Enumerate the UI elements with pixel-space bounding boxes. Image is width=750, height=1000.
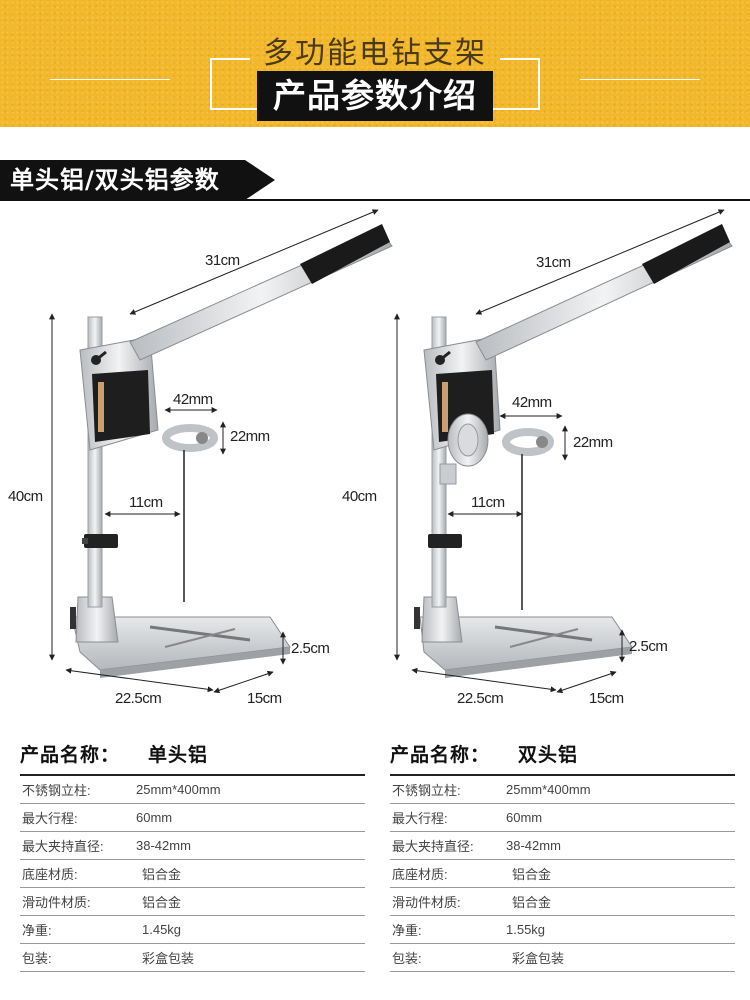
drill-stand-illustration [49,209,733,694]
section-title: 单头铝/双头铝参数 [10,166,220,194]
spec-key: 包装: [22,951,52,966]
left-total-height: 40cm [8,488,43,505]
spec-row: 包装: 彩盒包装 [390,944,735,972]
dimension-lines-right [394,209,725,694]
spec-row: 最大夹持直径: 38-42mm [20,832,365,860]
banner-divider-right [580,79,700,80]
spec-key: 不锈钢立柱: [22,783,91,798]
spec-row: 滑动件材质: 铝合金 [20,888,365,916]
spec-key: 滑动件材质: [392,895,461,910]
dimension-lines-left [49,209,379,694]
right-clamp-diameter: 42mm [512,394,552,411]
spec-value: 38-42mm [506,838,561,853]
spec-table-double-head: 产品名称： 双头铝 不锈钢立柱: 25mm*400mm 最大行程: 60mm 最大夹… [390,732,735,972]
spec-value: 1.45kg [142,922,182,937]
spec-row: 净重: 1.45kg [20,916,365,944]
header-banner: 多功能电钻支架 产品参数介绍 [0,0,750,127]
spec-row: 底座材质: 铝合金 [20,860,365,888]
spec-row: 净重: 1.55kg [390,916,735,944]
spec-row: 最大行程: 60mm [20,804,365,832]
spec-row: 最大行程: 60mm [390,804,735,832]
left-base-depth: 15cm [247,690,282,707]
product-name: 单头铝 [148,743,209,766]
spec-key: 最大行程: [22,811,78,826]
spec-row: 滑动件材质: 铝合金 [390,888,735,916]
spec-row: 包装: 彩盒包装 [20,944,365,972]
spec-value: 38-42mm [136,838,191,853]
banner-divider-left [50,79,170,80]
right-handle-length: 31cm [536,254,571,271]
right-base-depth: 15cm [589,690,624,707]
spec-value: 25mm*400mm [136,782,221,797]
spec-row: 底座材质: 铝合金 [390,860,735,888]
spec-value: 铝合金 [142,895,182,910]
product-name-label: 产品名称： [20,743,121,766]
right-clamp-height: 22mm [573,434,613,451]
spec-table-single-head: 产品名称： 单头铝 不锈钢立柱: 25mm*400mm 最大行程: 60mm 最大夹… [20,732,365,972]
left-handle-length: 31cm [205,252,240,269]
section-divider [0,199,750,201]
spec-key: 底座材质: [22,867,78,882]
product-name-label: 产品名称： [390,743,491,766]
spec-value: 1.55kg [506,922,546,937]
spec-key: 最大行程: [392,811,448,826]
banner-frame-corner-left [210,58,250,60]
double-head-stand [414,224,733,678]
right-base-height: 2.5cm [629,638,668,655]
product-name: 双头铝 [518,743,579,766]
right-total-height: 40cm [342,488,377,505]
banner-frame-corner-right [500,58,540,60]
left-clamp-height: 22mm [230,428,270,445]
spec-value: 60mm [506,810,543,825]
spec-value: 彩盒包装 [512,951,565,966]
spec-value: 铝合金 [512,895,552,910]
spec-value: 铝合金 [512,867,552,882]
spec-row: 不锈钢立柱: 25mm*400mm [20,776,365,804]
spec-key: 不锈钢立柱: [392,783,461,798]
section-tab: 单头铝/双头铝参数 [0,160,280,200]
left-base-height: 2.5cm [291,640,330,657]
spec-key: 净重: [392,923,422,938]
spec-key: 最大夹持直径: [392,839,474,854]
right-base-width: 22.5cm [457,690,504,707]
spec-key: 包装: [392,951,422,966]
banner-subtitle: 多功能电钻支架 [263,36,487,71]
single-head-stand [70,224,393,678]
spec-value: 25mm*400mm [506,782,591,797]
spec-header: 产品名称： 双头铝 [390,732,735,776]
spec-key: 底座材质: [392,867,448,882]
spec-value: 彩盒包装 [142,951,195,966]
left-base-width: 22.5cm [115,690,162,707]
right-throat-depth: 11cm [471,494,505,511]
spec-key: 滑动件材质: [22,895,91,910]
section-tab-background [0,160,275,200]
left-clamp-diameter: 42mm [173,391,213,408]
banner-title: 产品参数介绍 [257,71,493,121]
spec-header: 产品名称： 单头铝 [20,732,365,776]
spec-key: 净重: [22,923,52,938]
spec-value: 60mm [136,810,173,825]
spec-key: 最大夹持直径: [22,839,104,854]
spec-row: 不锈钢立柱: 25mm*400mm [390,776,735,804]
spec-row: 最大夹持直径: 38-42mm [390,832,735,860]
spec-value: 铝合金 [142,867,182,882]
left-throat-depth: 11cm [129,494,163,511]
product-diagram: 31cm 42mm 22mm 40cm 11cm 2.5cm 22.5cm 15… [0,202,750,722]
